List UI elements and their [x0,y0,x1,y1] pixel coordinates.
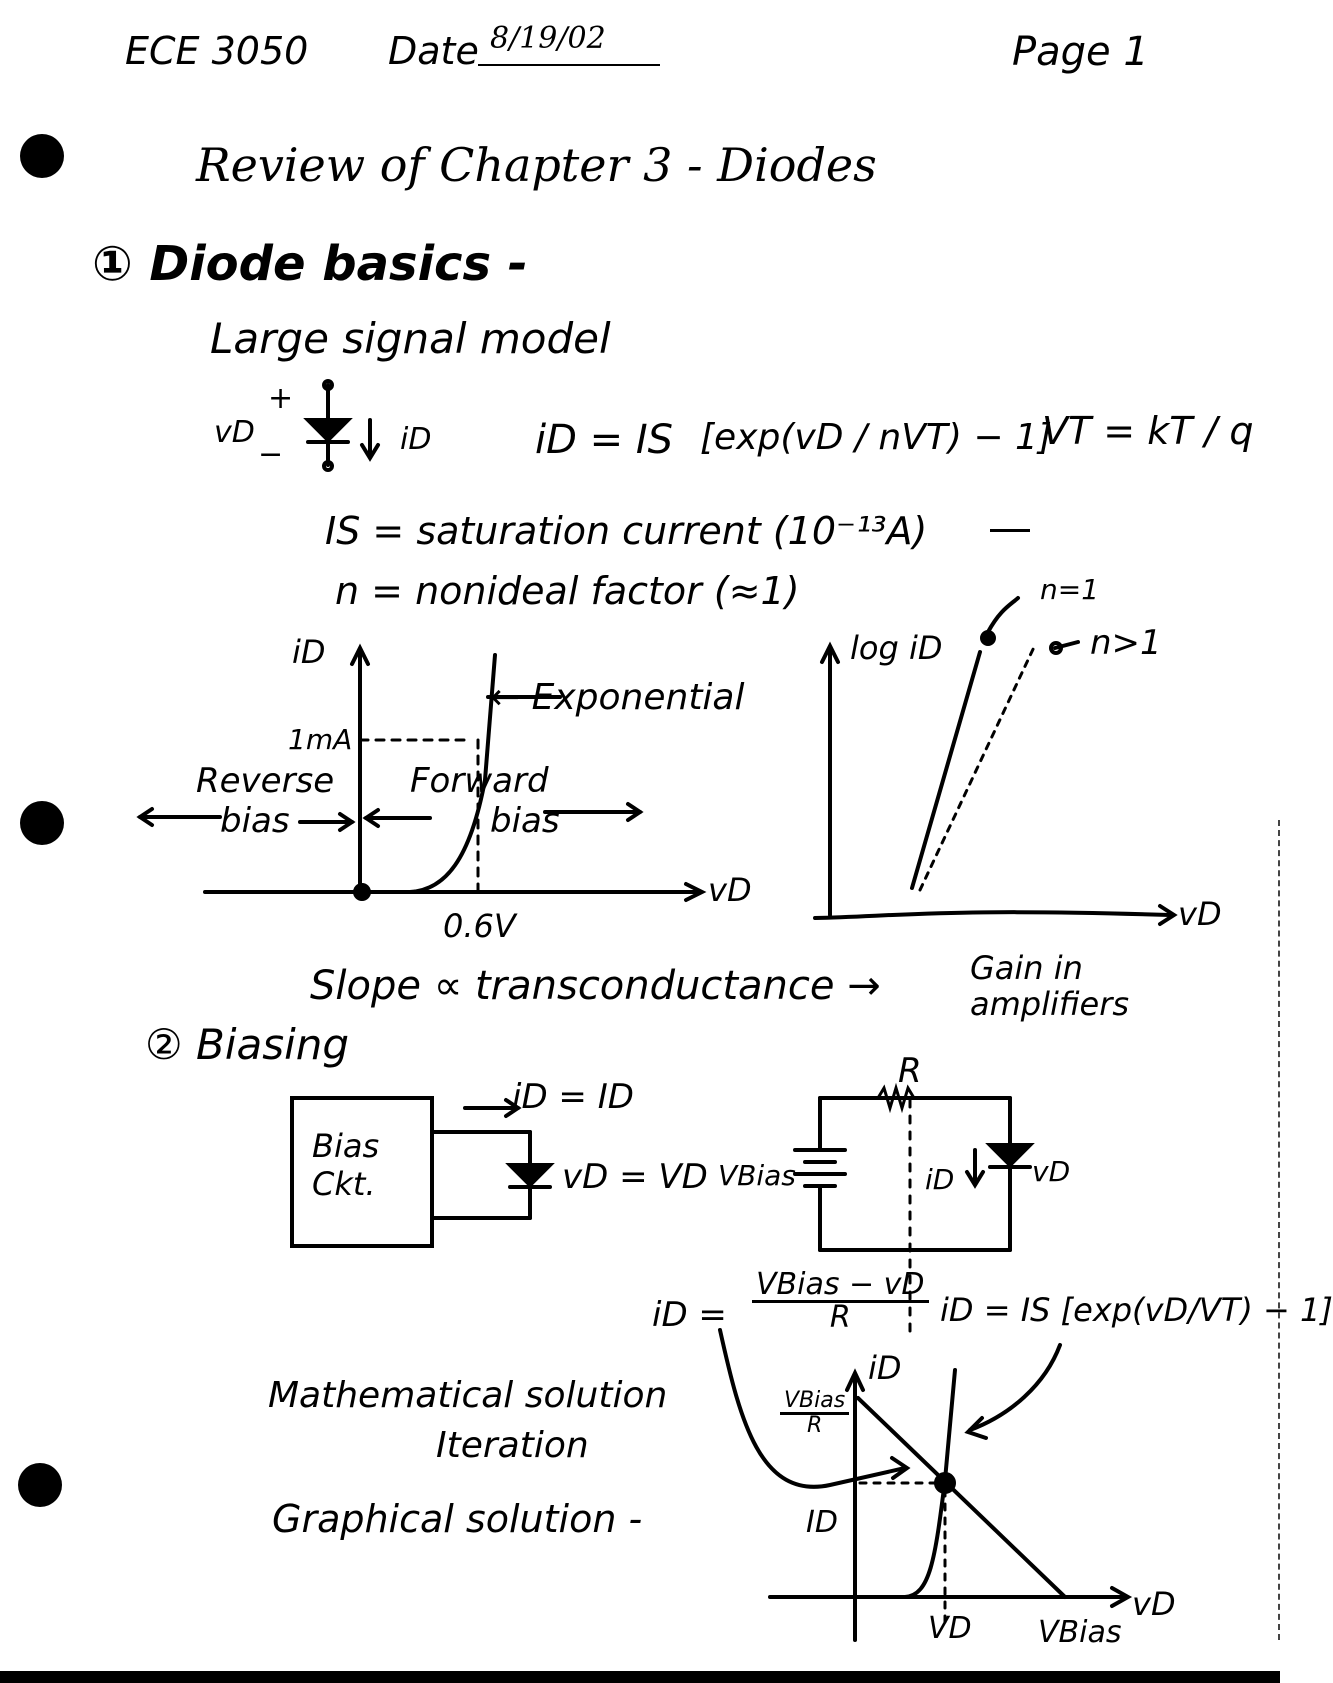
diode-vd-label: vD [214,415,255,450]
iv-exponential-label: ← Exponential [490,677,745,718]
circuit-r-label: R [898,1051,922,1091]
iteration-label: Iteration [436,1425,589,1466]
load-line-numerator: VBias − vD [752,1270,929,1303]
log-y-label: log iD [850,629,943,667]
bias-box-line1: Bias [312,1127,380,1165]
iv-graph [136,643,707,902]
log-ngt1-label: n>1 [1090,623,1162,663]
sketch-layer [136,379,1178,1642]
load-graph-vbias-tick: VBias [1038,1615,1122,1650]
load-graph-y-label: iD [868,1349,902,1387]
mathematical-solution-label: Mathematical solution [268,1375,668,1416]
diode-equation-section2: iD = IS [exp(vD/VT) − 1] [940,1291,1333,1329]
circuit-id-label: iD [925,1163,955,1196]
bias-id-equation: iD = ID [512,1077,634,1117]
log-graph [813,596,1178,926]
binder-hole-top [20,134,64,178]
diode-minus: − [258,437,284,472]
circuit-vbias-label: VBias [718,1159,796,1192]
load-graph-vbias-over-r: VBias R [780,1390,850,1438]
circuit-vd-label: vD [1032,1155,1071,1188]
diode-equation-lhs: iD = IS [535,417,674,463]
page-number: Page 1 [1012,29,1149,75]
iv-x-label: vD [708,871,752,909]
thermal-voltage-equation: VT = kT / q [1042,409,1254,453]
binder-hole-bottom [18,1463,62,1507]
iv-06v-label: 0.6V [443,907,516,945]
diode-id-label: iD [400,422,432,457]
nonideal-factor-definition: n = nonideal factor (≈1) [335,569,800,613]
page-bottom-border [0,1671,1280,1683]
diode-symbol [303,379,380,472]
section1-heading: ① Diode basics - [92,236,528,292]
course-code: ECE 3050 [125,29,309,73]
iv-forward-bias-label: bias [490,801,560,841]
date-value: 8/19/02 [490,21,606,56]
log-x-label: vD [1178,895,1222,933]
bias-circuit [290,1096,555,1248]
log-n1-label: n=1 [1040,573,1100,606]
date-label: Date [388,29,479,73]
iv-y-label: iD [292,633,326,671]
load-line-graph [718,1328,1133,1642]
series-circuit [793,1082,1035,1337]
diode-plus: + [268,381,294,416]
bias-vd-equation: vD = VD [562,1157,708,1197]
date-underline [478,64,660,66]
gain-note-line2: amplifiers [970,985,1130,1023]
saturation-pointer [990,529,1030,532]
saturation-current-definition: IS = saturation current (10⁻¹³A) [325,509,928,553]
load-graph-vd-tick: VD [928,1611,972,1646]
load-graph-vbias-den: R [806,1413,823,1438]
slope-note: Slope ∝ transconductance → [310,963,881,1009]
iv-1ma-label: 1mA [288,723,353,756]
load-graph-vbias-num: VBias [780,1390,850,1415]
graphical-solution-label: Graphical solution - [272,1497,643,1541]
section1-subheading: Large signal model [210,314,611,363]
iv-reverse-label: Reverse [196,761,335,801]
iv-reverse-bias-label: bias [220,801,290,841]
load-graph-id-tick: ID [806,1505,838,1540]
binder-hole-middle [20,801,64,845]
page-title: Review of Chapter 3 - Diodes [196,138,877,192]
iv-forward-label: Forward [410,761,549,801]
load-line-equation-lhs: iD = [652,1295,727,1335]
page-edge-rule [1275,820,1280,1640]
diode-equation-body: [exp(vD / nVT) − 1] [700,417,1052,458]
load-graph-x-label: vD [1132,1585,1176,1623]
bias-box-line2: Ckt. [312,1165,376,1203]
gain-note-line1: Gain in [970,949,1083,987]
section2-heading: ② Biasing [145,1020,350,1069]
load-line-equation-fraction: VBias − vD R [752,1270,929,1333]
load-line-denominator: R [829,1300,851,1335]
